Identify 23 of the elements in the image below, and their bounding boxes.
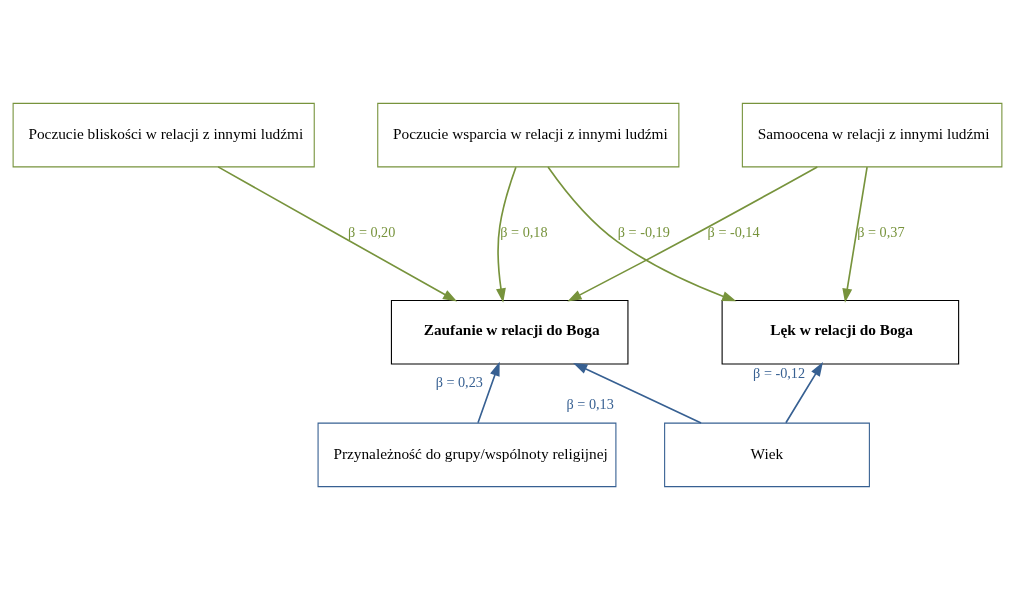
node-box: Wiek (664, 422, 870, 488)
arrow (842, 166, 868, 303)
node-box: Zaufanie w relacji do Boga (390, 299, 629, 365)
edge-label: β = 0,37 (857, 224, 905, 241)
edge-label: β = -0,12 (753, 365, 806, 382)
arrow (496, 166, 517, 303)
edge-label: β = 0,20 (348, 224, 396, 241)
arrow (477, 361, 500, 424)
arrow (567, 166, 819, 302)
edge-label: β = 0,23 (435, 373, 483, 390)
node-box: Poczucie bliskości w relacji z innymi ludźmi (12, 102, 315, 168)
arrow (785, 361, 823, 424)
node-box: Poczucie wsparcia w relacji z innymi ludźmi (377, 102, 680, 168)
node-box: Przynależność do grupy/wspólnoty religijnej (317, 422, 617, 488)
edge-label: β = 0,13 (566, 395, 614, 412)
arrow (217, 166, 458, 302)
arrow (547, 166, 737, 302)
edge-label: β = -0,14 (707, 224, 760, 241)
edge-label: β = -0,19 (617, 224, 670, 241)
edge-label: β = 0,18 (500, 224, 548, 241)
node-box: Lęk w relacji do Boga (721, 299, 960, 365)
arrow (573, 362, 702, 424)
node-box: Samoocena w relacji z innymi ludźmi (741, 102, 1003, 168)
